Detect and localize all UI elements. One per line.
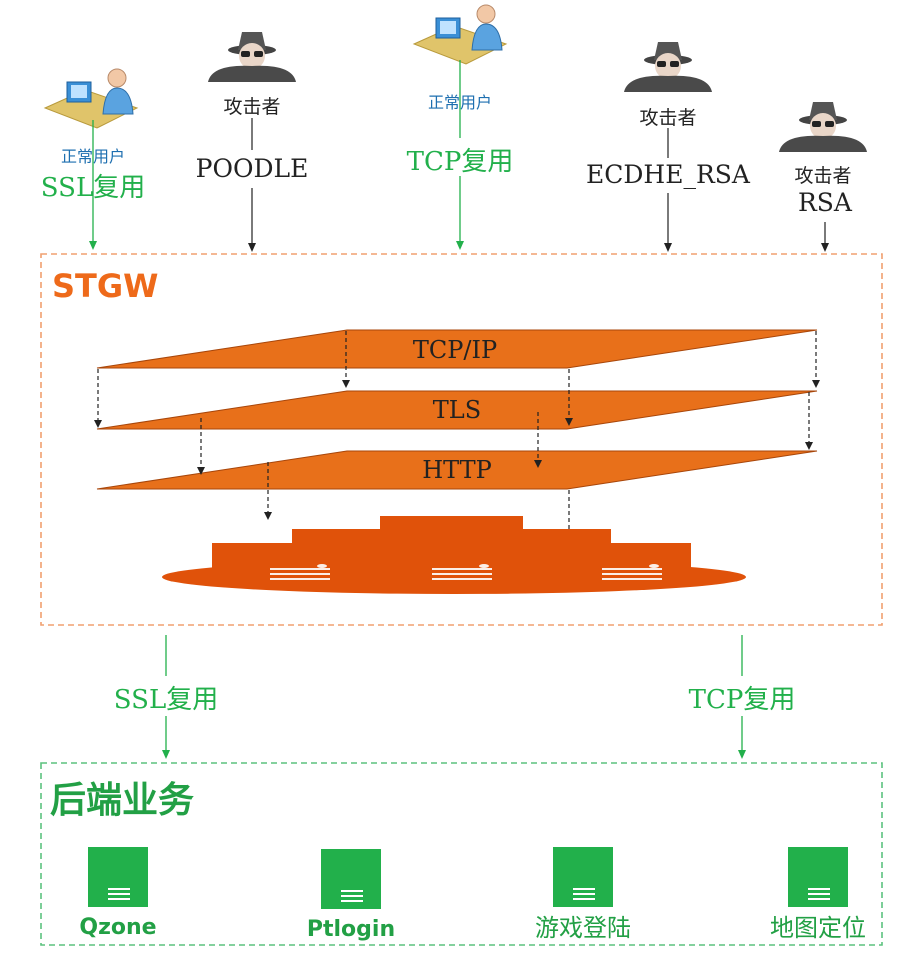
link-label-right: TCP复用 [689,685,796,715]
layer-label: TCP/IP [413,336,497,364]
server-cluster [162,516,746,594]
actor-label: SSL复用 [41,173,145,203]
layer-http [96,450,818,490]
backend-title: 后端业务 [50,780,194,821]
link-label-left: SSL复用 [114,685,218,715]
backend-box [40,762,883,946]
layer-label: TLS [433,396,481,424]
attacker-icon [208,32,296,82]
server-icon [788,847,848,907]
layer-tcpip [96,329,818,369]
service-label: Ptlogin [307,917,395,942]
attacker-icon [779,102,867,152]
service-label: Qzone [79,915,156,940]
actor-role: 攻击者 [639,107,696,129]
actor-label: POODLE [196,154,309,183]
stgw-title: STGW [52,267,158,305]
service-label: 地图定位 [770,914,866,942]
server-icon [553,847,613,907]
dashed-arrows [97,331,817,535]
actor-role: 攻击者 [223,96,280,118]
actor-role: 正常用户 [61,147,125,166]
layer-label: HTTP [422,456,492,484]
normal-user-icon [43,68,139,129]
service-label: 游戏登陆 [535,914,631,942]
actor-label: RSA [798,188,853,217]
server-icon [321,849,381,909]
actor-role: 攻击者 [794,165,851,187]
layer-tls [96,390,818,430]
server-icon [88,847,148,907]
stgw-box [40,253,883,626]
actor-label: ECDHE_RSA [586,160,751,189]
normal-user-icon [412,4,508,65]
attacker-icon [624,42,712,92]
actor-label: TCP复用 [407,147,514,177]
